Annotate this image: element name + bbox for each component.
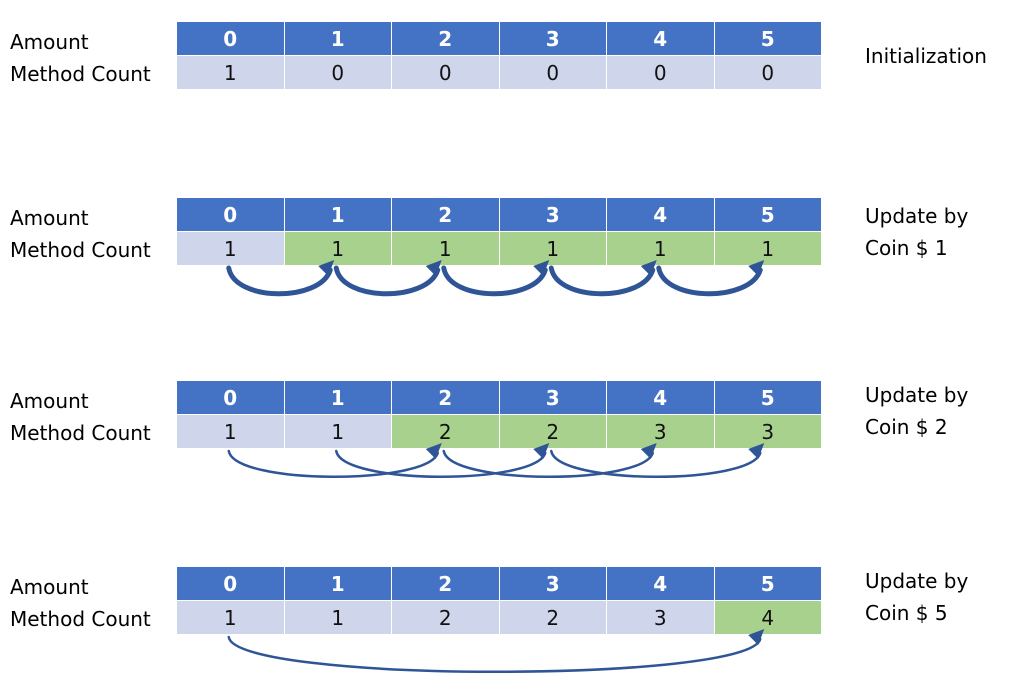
method-count-label: Method Count: [10, 607, 151, 631]
count-cell: 4: [714, 601, 822, 635]
amount-cell: 1: [284, 22, 392, 56]
count-cell: 3: [607, 601, 715, 635]
stage-coin-5: Amount Method Count 0 1 2 3 4 5 1 1 2 2 …: [0, 545, 1027, 665]
amount-cell: 0: [177, 381, 285, 415]
amount-cell: 2: [392, 381, 500, 415]
count-cell: 2: [499, 415, 607, 449]
count-cell: 0: [714, 56, 822, 90]
count-cell: 1: [177, 601, 285, 635]
amount-label: Amount: [10, 206, 89, 230]
method-count-label: Method Count: [10, 421, 151, 445]
amount-cell: 0: [177, 22, 285, 56]
count-cell: 2: [392, 415, 500, 449]
amount-cell: 5: [714, 567, 822, 601]
amount-label: Amount: [10, 575, 89, 599]
amount-cell: 0: [177, 198, 285, 232]
count-cell: 1: [177, 56, 285, 90]
amount-cell: 1: [284, 567, 392, 601]
dp-table: 0 1 2 3 4 5 1 1 2 2 3 3: [177, 381, 822, 449]
method-count-label: Method Count: [10, 238, 151, 262]
count-cell: 1: [392, 232, 500, 266]
stage-note-coin: Coin $ 1: [865, 236, 948, 260]
count-cell: 3: [714, 415, 822, 449]
amount-cell: 5: [714, 22, 822, 56]
stage-note: Update by: [865, 569, 969, 593]
method-count-label: Method Count: [10, 62, 151, 86]
amount-cell: 4: [607, 381, 715, 415]
amount-cell: 2: [392, 198, 500, 232]
amount-cell: 5: [714, 198, 822, 232]
stage-coin-2: Amount Method Count 0 1 2 3 4 5 1 1 2 2 …: [0, 359, 1027, 479]
amount-cell: 5: [714, 381, 822, 415]
amount-cell: 3: [499, 567, 607, 601]
count-cell: 1: [284, 601, 392, 635]
stage-note: Update by: [865, 383, 969, 407]
dp-table: 0 1 2 3 4 5 1 1 2 2 3 4: [177, 567, 822, 635]
count-cell: 0: [392, 56, 500, 90]
count-cell: 1: [607, 232, 715, 266]
count-cell: 1: [177, 232, 285, 266]
amount-cell: 3: [499, 198, 607, 232]
amount-cell: 2: [392, 22, 500, 56]
count-cell: 1: [177, 415, 285, 449]
amount-cell: 3: [499, 381, 607, 415]
stage-note-coin: Coin $ 2: [865, 415, 948, 439]
count-cell: 3: [607, 415, 715, 449]
stage-note: Initialization: [865, 44, 987, 68]
amount-cell: 1: [284, 198, 392, 232]
amount-cell: 4: [607, 22, 715, 56]
amount-cell: 4: [607, 567, 715, 601]
count-cell: 0: [284, 56, 392, 90]
count-cell: 0: [607, 56, 715, 90]
dp-table: 0 1 2 3 4 5 1 1 1 1 1 1: [177, 198, 822, 266]
stage-coin-1: Amount Method Count 0 1 2 3 4 5 1 1 1 1 …: [0, 176, 1027, 296]
amount-cell: 3: [499, 22, 607, 56]
amount-label: Amount: [10, 30, 89, 54]
dp-table: 0 1 2 3 4 5 1 0 0 0 0 0: [177, 22, 822, 90]
stage-note-coin: Coin $ 5: [865, 601, 948, 625]
amount-cell: 4: [607, 198, 715, 232]
amount-label: Amount: [10, 389, 89, 413]
count-cell: 1: [499, 232, 607, 266]
count-cell: 1: [714, 232, 822, 266]
stage-initialization: Amount Method Count 0 1 2 3 4 5 1 0 0 0 …: [0, 0, 1027, 120]
amount-cell: 0: [177, 567, 285, 601]
amount-cell: 2: [392, 567, 500, 601]
count-cell: 2: [499, 601, 607, 635]
count-cell: 0: [499, 56, 607, 90]
count-cell: 2: [392, 601, 500, 635]
stage-note: Update by: [865, 204, 969, 228]
count-cell: 1: [284, 232, 392, 266]
amount-cell: 1: [284, 381, 392, 415]
count-cell: 1: [284, 415, 392, 449]
